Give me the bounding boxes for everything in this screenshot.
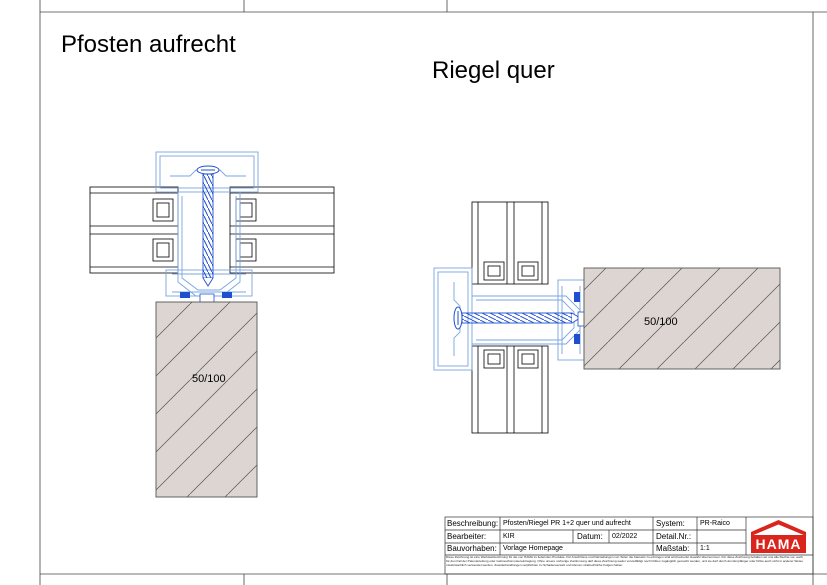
heading-riegel-quer: Riegel quer bbox=[432, 57, 555, 84]
label-massstab: Maßstab: bbox=[656, 544, 690, 553]
screw-horizontal bbox=[453, 306, 581, 330]
value-datum: 02/2022 bbox=[612, 533, 638, 540]
label-beschreibung: Beschreibung: bbox=[447, 519, 499, 528]
detail-riegel-quer bbox=[433, 201, 781, 434]
label-bauvorhaben: Bauvorhaben: bbox=[447, 544, 497, 553]
sheet-frame bbox=[39, 0, 827, 585]
logo-text: HAMA bbox=[755, 536, 802, 552]
title-block-frame bbox=[444, 516, 814, 575]
glass-pane-left bbox=[89, 186, 179, 274]
label-system: System: bbox=[656, 519, 685, 528]
timber-beam-riegel bbox=[583, 267, 781, 370]
hama-logo: HAMA bbox=[747, 518, 810, 554]
beam-label-left: 50/100 bbox=[192, 373, 226, 385]
heading-pfosten-aufrecht: Pfosten aufrecht bbox=[61, 31, 236, 58]
screw-vertical bbox=[196, 165, 220, 287]
label-bearbeiter: Bearbeiter: bbox=[447, 532, 487, 541]
timber-beam-pfosten bbox=[155, 301, 258, 498]
label-detail-nr: Detail.Nr.: bbox=[656, 532, 692, 541]
disclaimer-text: Diese Zeichnung ist eine Werkstattzeichn… bbox=[446, 556, 803, 567]
glass-pane-right bbox=[229, 186, 335, 274]
glass-pane-bottom bbox=[471, 345, 549, 434]
value-bearbeiter: KIR bbox=[503, 533, 515, 540]
beam-label-right: 50/100 bbox=[644, 316, 678, 328]
value-bauvorhaben: Vorlage Homepage bbox=[503, 545, 563, 552]
value-system: PR-Raico bbox=[700, 520, 730, 527]
value-massstab: 1:1 bbox=[700, 545, 710, 552]
glass-pane-top bbox=[471, 201, 549, 285]
value-beschreibung: Pfosten/Riegel PR 1+2 quer und aufrecht bbox=[503, 520, 631, 527]
detail-pfosten-aufrecht bbox=[89, 151, 335, 498]
label-datum: Datum: bbox=[577, 532, 603, 541]
